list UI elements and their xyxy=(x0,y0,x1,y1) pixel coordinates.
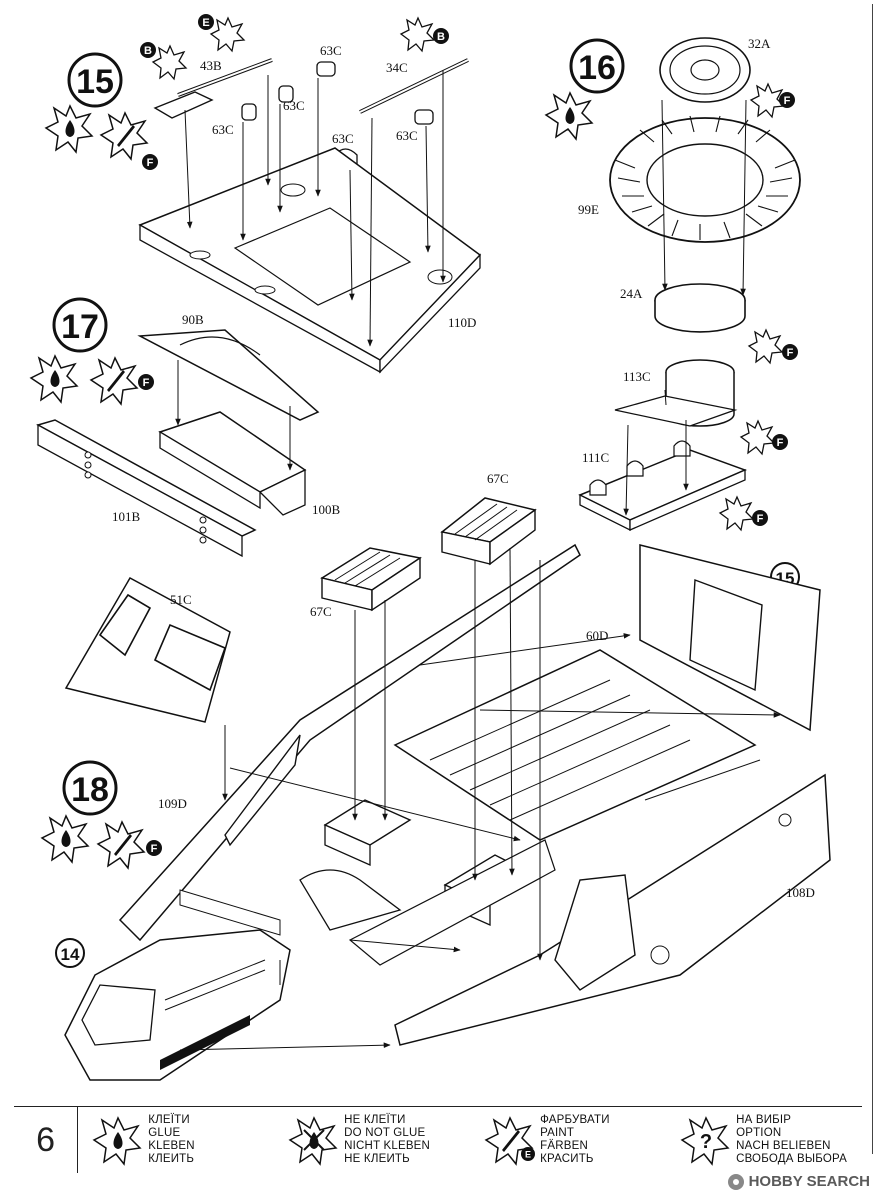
glue-icon xyxy=(544,91,594,141)
step-15-group: 15 F B E B xyxy=(44,14,482,374)
svg-text:?: ? xyxy=(700,1131,712,1153)
legend-option-de: NACH BELIEBEN xyxy=(736,1140,831,1152)
part-label-110D: 110D xyxy=(448,315,476,330)
legend-option: ? НА ВИБІР OPTION NACH BELIEBEN СВОБОДА … xyxy=(680,1114,862,1166)
hobby-search-logo-icon xyxy=(727,1173,744,1190)
part-label-90B: 90B xyxy=(182,312,204,327)
paint-icon: E xyxy=(484,1116,536,1166)
glue-icon xyxy=(92,1116,142,1166)
part-label-51C: 51C xyxy=(170,592,192,607)
legend-noglue-de: NICHT KLEBEN xyxy=(344,1140,431,1152)
step-16-group: 16 xyxy=(544,36,801,532)
badge-f: F xyxy=(757,513,764,525)
legend-paint-en: PAINT xyxy=(540,1127,575,1139)
part-label-109D: 109D xyxy=(158,796,187,811)
legend-glue: КЛЕЇТИ GLUE KLEBEN КЛЕИТЬ xyxy=(92,1114,274,1166)
legend-glue-ua: КЛЕЇТИ xyxy=(148,1114,190,1126)
badge-e: E xyxy=(202,17,209,29)
part-label-113C: 113C xyxy=(623,369,651,384)
part-label-63C: 63C xyxy=(396,128,418,143)
badge-b-2: B xyxy=(437,31,445,43)
legend-paint-de: FÄRBEN xyxy=(540,1140,588,1152)
part-label-63C: 63C xyxy=(212,122,234,137)
step-number-17: 17 xyxy=(61,308,99,346)
badge-b: B xyxy=(144,45,152,57)
step-number-15: 15 xyxy=(76,63,114,101)
symbol-legend: 6 КЛЕЇТИ GLUE KLEBEN КЛЕИТЬ НЕ КЛЕЇТИ DO xyxy=(14,1106,862,1173)
glue-icon xyxy=(29,354,79,404)
legend-paint-ua: ФАРБУВАТИ xyxy=(540,1114,610,1126)
legend-noglue-en: DO NOT GLUE xyxy=(344,1127,426,1139)
part-label-67C: 67C xyxy=(487,471,509,486)
legend-glue-ru: КЛЕИТЬ xyxy=(148,1153,195,1165)
part-label-108D: 108D xyxy=(786,885,815,900)
paint-icon xyxy=(718,82,786,532)
stowage-box xyxy=(320,547,422,612)
stowage-box xyxy=(440,497,537,566)
badge-f: F xyxy=(143,377,150,389)
part-label-101B: 101B xyxy=(112,509,141,524)
part-label-24A: 24A xyxy=(620,286,643,301)
part-label-63C: 63C xyxy=(320,43,342,58)
badge-f: F xyxy=(147,157,154,169)
step-17-group: 17 F 90B xyxy=(29,297,341,558)
question-icon: ? xyxy=(680,1116,730,1166)
part-label-32A: 32A xyxy=(748,36,771,51)
part-label-34C: 34C xyxy=(386,60,408,75)
badge-f: F xyxy=(784,95,791,107)
page-number: 6 xyxy=(14,1107,79,1173)
badge-e: E xyxy=(525,1150,531,1160)
part-label-43B: 43B xyxy=(200,58,222,73)
legend-paint: E ФАРБУВАТИ PAINT FÄRBEN КРАСИТЬ xyxy=(484,1114,666,1166)
part-label-63C: 63C xyxy=(332,131,354,146)
legend-option-ua: НА ВИБІР xyxy=(736,1114,792,1126)
step-reference-14: 14 xyxy=(61,945,80,964)
step-number-16: 16 xyxy=(578,49,616,87)
part-label-111C: 111C xyxy=(582,450,609,465)
part-label-63C: 63C xyxy=(283,98,305,113)
page-frame xyxy=(6,4,873,1154)
watermark: HOBBY SEARCH xyxy=(727,1173,870,1190)
legend-option-en: OPTION xyxy=(736,1127,782,1139)
part-label-99E: 99E xyxy=(578,202,599,217)
legend-glue-en: GLUE xyxy=(148,1127,181,1139)
badge-f: F xyxy=(787,347,794,359)
legend-noglue-ua: НЕ КЛЕЇТИ xyxy=(344,1114,406,1126)
paint-icon xyxy=(96,820,146,870)
part-label-67C: 67C xyxy=(310,604,332,619)
paint-icon xyxy=(99,111,149,161)
legend-option-ru: СВОБОДА ВЫБОРА xyxy=(736,1153,847,1165)
paint-icon xyxy=(89,356,139,406)
legend-noglue-ru: НЕ КЛЕИТЬ xyxy=(344,1153,410,1165)
glue-icon xyxy=(44,104,94,154)
watermark-text: HOBBY SEARCH xyxy=(748,1173,870,1190)
legend-paint-ru: КРАСИТЬ xyxy=(540,1153,594,1165)
step-18-group: 18 F 15 14 xyxy=(40,471,831,1081)
part-label-100B: 100B xyxy=(312,502,341,517)
step-number-18: 18 xyxy=(71,771,109,809)
legend-no-glue: НЕ КЛЕЇТИ DO NOT GLUE NICHT KLEBEN НЕ КЛ… xyxy=(288,1114,470,1166)
badge-f: F xyxy=(151,843,158,855)
no-glue-icon xyxy=(288,1116,338,1166)
part-label-60D: 60D xyxy=(586,628,608,643)
glue-icon xyxy=(40,814,90,864)
badge-f: F xyxy=(777,437,784,449)
legend-glue-de: KLEBEN xyxy=(148,1140,195,1152)
